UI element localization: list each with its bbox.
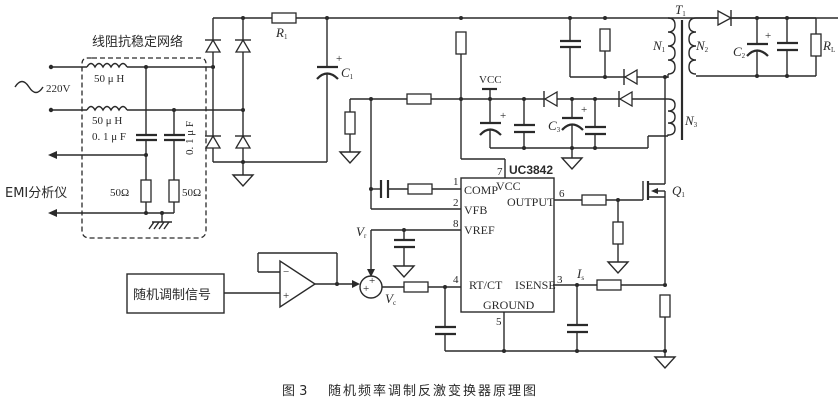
svg-text:2: 2 xyxy=(453,197,459,209)
gate-drive: Q1 xyxy=(554,180,685,283)
t1-label: T1 xyxy=(675,2,686,18)
n1-label: N1 xyxy=(652,38,666,54)
uc3842-chip: UC3842 COMP VFB VREF RT/CT VCC OUTPUT IS… xyxy=(453,163,565,328)
ground-icon xyxy=(392,265,416,279)
arrow-left-icon xyxy=(48,209,57,217)
ground-icon xyxy=(606,261,630,275)
c2-label: C2 xyxy=(733,44,746,60)
cap2-label: 0. 1 μ F xyxy=(184,121,196,155)
res-50ohm-2 xyxy=(168,179,180,203)
n3-label: N3 xyxy=(684,113,698,129)
c3-label: C3 xyxy=(548,118,561,134)
svg-text:+: + xyxy=(283,290,289,302)
svg-text:3: 3 xyxy=(557,274,563,286)
ground-icon xyxy=(653,356,677,370)
ground-icon xyxy=(231,174,255,188)
vcc-label: VCC xyxy=(479,74,502,86)
svg-text:+: + xyxy=(336,53,342,65)
ground-icon xyxy=(560,157,584,171)
svg-text:+: + xyxy=(369,275,375,287)
svg-text:+: + xyxy=(363,283,369,295)
emi-analyzer-label: EMI分析仪 xyxy=(5,186,67,201)
res1-label: 50Ω xyxy=(110,187,129,199)
ground-icon xyxy=(338,151,362,165)
inductor-top-label: 50 μ H xyxy=(94,73,124,85)
pin-rtct-label: RT/CT xyxy=(469,278,503,292)
svg-text:+: + xyxy=(765,30,771,42)
pin-vcc-label: VCC xyxy=(496,179,521,193)
cap1-label: 0. 1 μ F xyxy=(92,131,126,143)
lisn-network: 线阻抗稳定网络 220V 50 μ H 50 μ H 0. 1 μ F 0. 1… xyxy=(5,34,243,239)
q1-label: Q1 xyxy=(672,183,685,199)
modulation-chain: 随机调制信号 − + + + xyxy=(126,252,383,314)
pin-vref-label: VREF xyxy=(464,223,495,237)
output-stage: + C2 RL xyxy=(696,9,835,78)
arrow-right-icon xyxy=(352,280,360,288)
arrow-down-icon xyxy=(367,269,375,277)
lisn-title: 线阻抗稳定网络 xyxy=(92,34,183,50)
inductor-bottom xyxy=(86,105,128,112)
pin-comp-label: COMP xyxy=(464,183,498,197)
pin-ground-label: GROUND xyxy=(483,298,535,312)
source-voltage-label: 220V xyxy=(46,83,71,95)
summing-junction xyxy=(359,275,383,299)
svg-text:1: 1 xyxy=(453,176,459,188)
timing-network: Vr Vc xyxy=(356,224,461,351)
svg-text:6: 6 xyxy=(559,188,565,200)
caption-title: 随机频率调制反激变换器原理图 xyxy=(328,383,538,399)
ac-source-icon xyxy=(14,80,44,94)
chip-body xyxy=(460,177,555,313)
n2-label: N2 xyxy=(695,38,709,54)
inductor-top xyxy=(86,62,128,69)
res-50ohm-1 xyxy=(140,179,152,203)
pin-output-label: OUTPUT xyxy=(507,195,555,209)
svg-text:4: 4 xyxy=(453,274,459,286)
transformer-t1: T1 N1 N2 N3 xyxy=(652,2,709,140)
svg-text:−: − xyxy=(283,266,289,278)
snubber xyxy=(560,16,668,180)
svg-text:8: 8 xyxy=(453,218,459,230)
caption-number: 图 3 xyxy=(282,384,307,399)
r1-resistor xyxy=(271,12,297,24)
lisn-boundary xyxy=(81,57,207,239)
random-signal-block xyxy=(126,273,225,314)
load-resistor xyxy=(810,33,822,57)
vc-label: Vc xyxy=(385,291,396,307)
svg-text:7: 7 xyxy=(497,166,503,178)
res2-label: 50Ω xyxy=(182,187,201,199)
svg-text:+: + xyxy=(500,110,506,122)
arrow-left-icon xyxy=(48,151,57,159)
is-label: Is xyxy=(576,266,584,282)
svg-text:5: 5 xyxy=(496,316,502,328)
opamp-buffer xyxy=(279,259,317,309)
current-sense: Is xyxy=(445,266,677,370)
figure-caption: 图 3 随机频率调制反激变换器原理图 xyxy=(282,383,538,399)
rl-label: RL xyxy=(822,38,835,54)
inductor-bottom-label: 50 μ H xyxy=(92,115,122,127)
aux-supply: VCC + + C3 xyxy=(479,74,668,171)
random-signal-label: 随机调制信号 xyxy=(133,288,211,303)
c1-label: C1 xyxy=(341,65,354,81)
pin-vfb-label: VFB xyxy=(464,203,487,217)
chip-name: UC3842 xyxy=(509,163,553,177)
r1-label: R1 xyxy=(275,25,288,41)
pin-isense-label: ISENSE xyxy=(515,278,556,292)
vr-label: Vr xyxy=(356,224,367,240)
svg-text:+: + xyxy=(581,104,587,116)
